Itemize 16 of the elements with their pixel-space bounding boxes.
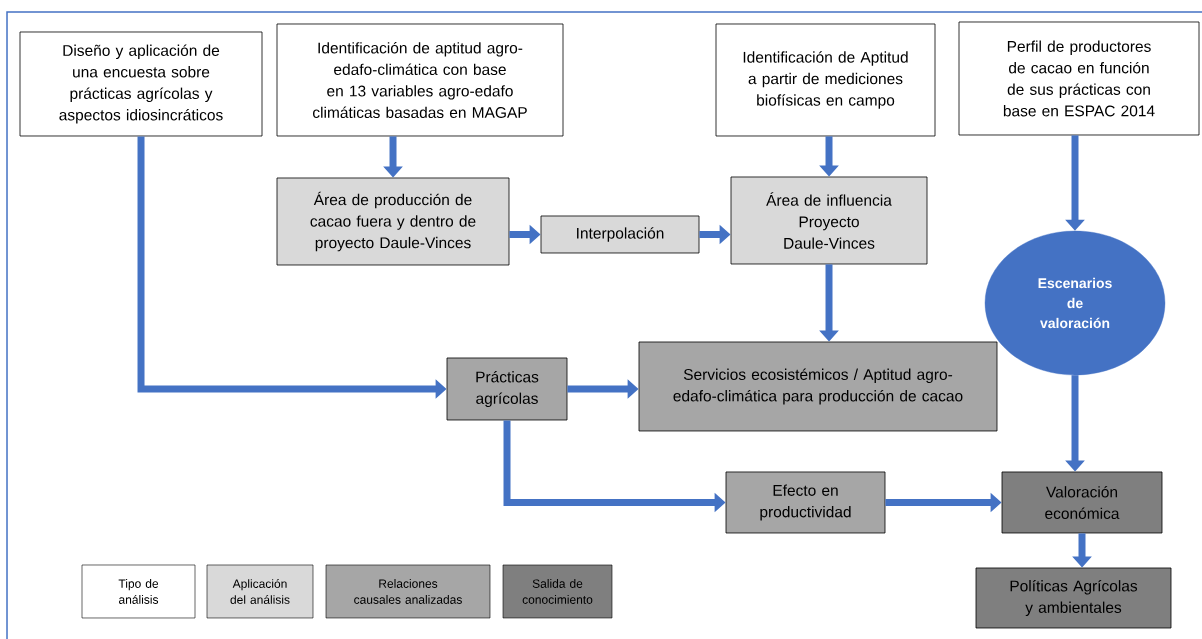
legend-item: Salida de conocimiento — [502, 564, 613, 619]
legend-item: Aplicación del análisis — [206, 564, 314, 619]
analysis-box: Perfil de productores de cacao en función de sus prácticas con base en ESPAC 2014 — [958, 21, 1200, 136]
process-box: Área de influencia Proyecto Daule-Vinces — [730, 176, 928, 265]
process-box: Efecto en productividad — [725, 471, 886, 534]
process-box: Área de producción de cacao fuera y dentro de proyecto Daule-Vinces — [276, 177, 510, 266]
process-box: Prácticas agrícolas — [446, 357, 568, 421]
analysis-box: Diseño y aplicación de una encuesta sobre prácticas agrícolas y aspectos idiosincráticos — [19, 31, 263, 137]
process-box: Servicios ecosistémicos / Aptitud agro-edafo-climática para producción de cacao — [638, 341, 998, 432]
output-box: Valoración económica — [1001, 471, 1163, 534]
output-box: Políticas Agrícolas y ambientales — [975, 567, 1172, 629]
analysis-box: Identificación de aptitud agro-edafo-climática con base en 13 variables agro-edafo climáticas basadas en MAGAP — [276, 23, 564, 137]
analysis-box: Identificación de Aptitud a partir de mediciones biofísicas en campo — [715, 23, 936, 137]
process-box: Interpolación — [540, 215, 700, 254]
legend-item: Relaciones causales analizadas — [325, 564, 491, 619]
legend-item: Tipo de análisis — [81, 564, 196, 619]
